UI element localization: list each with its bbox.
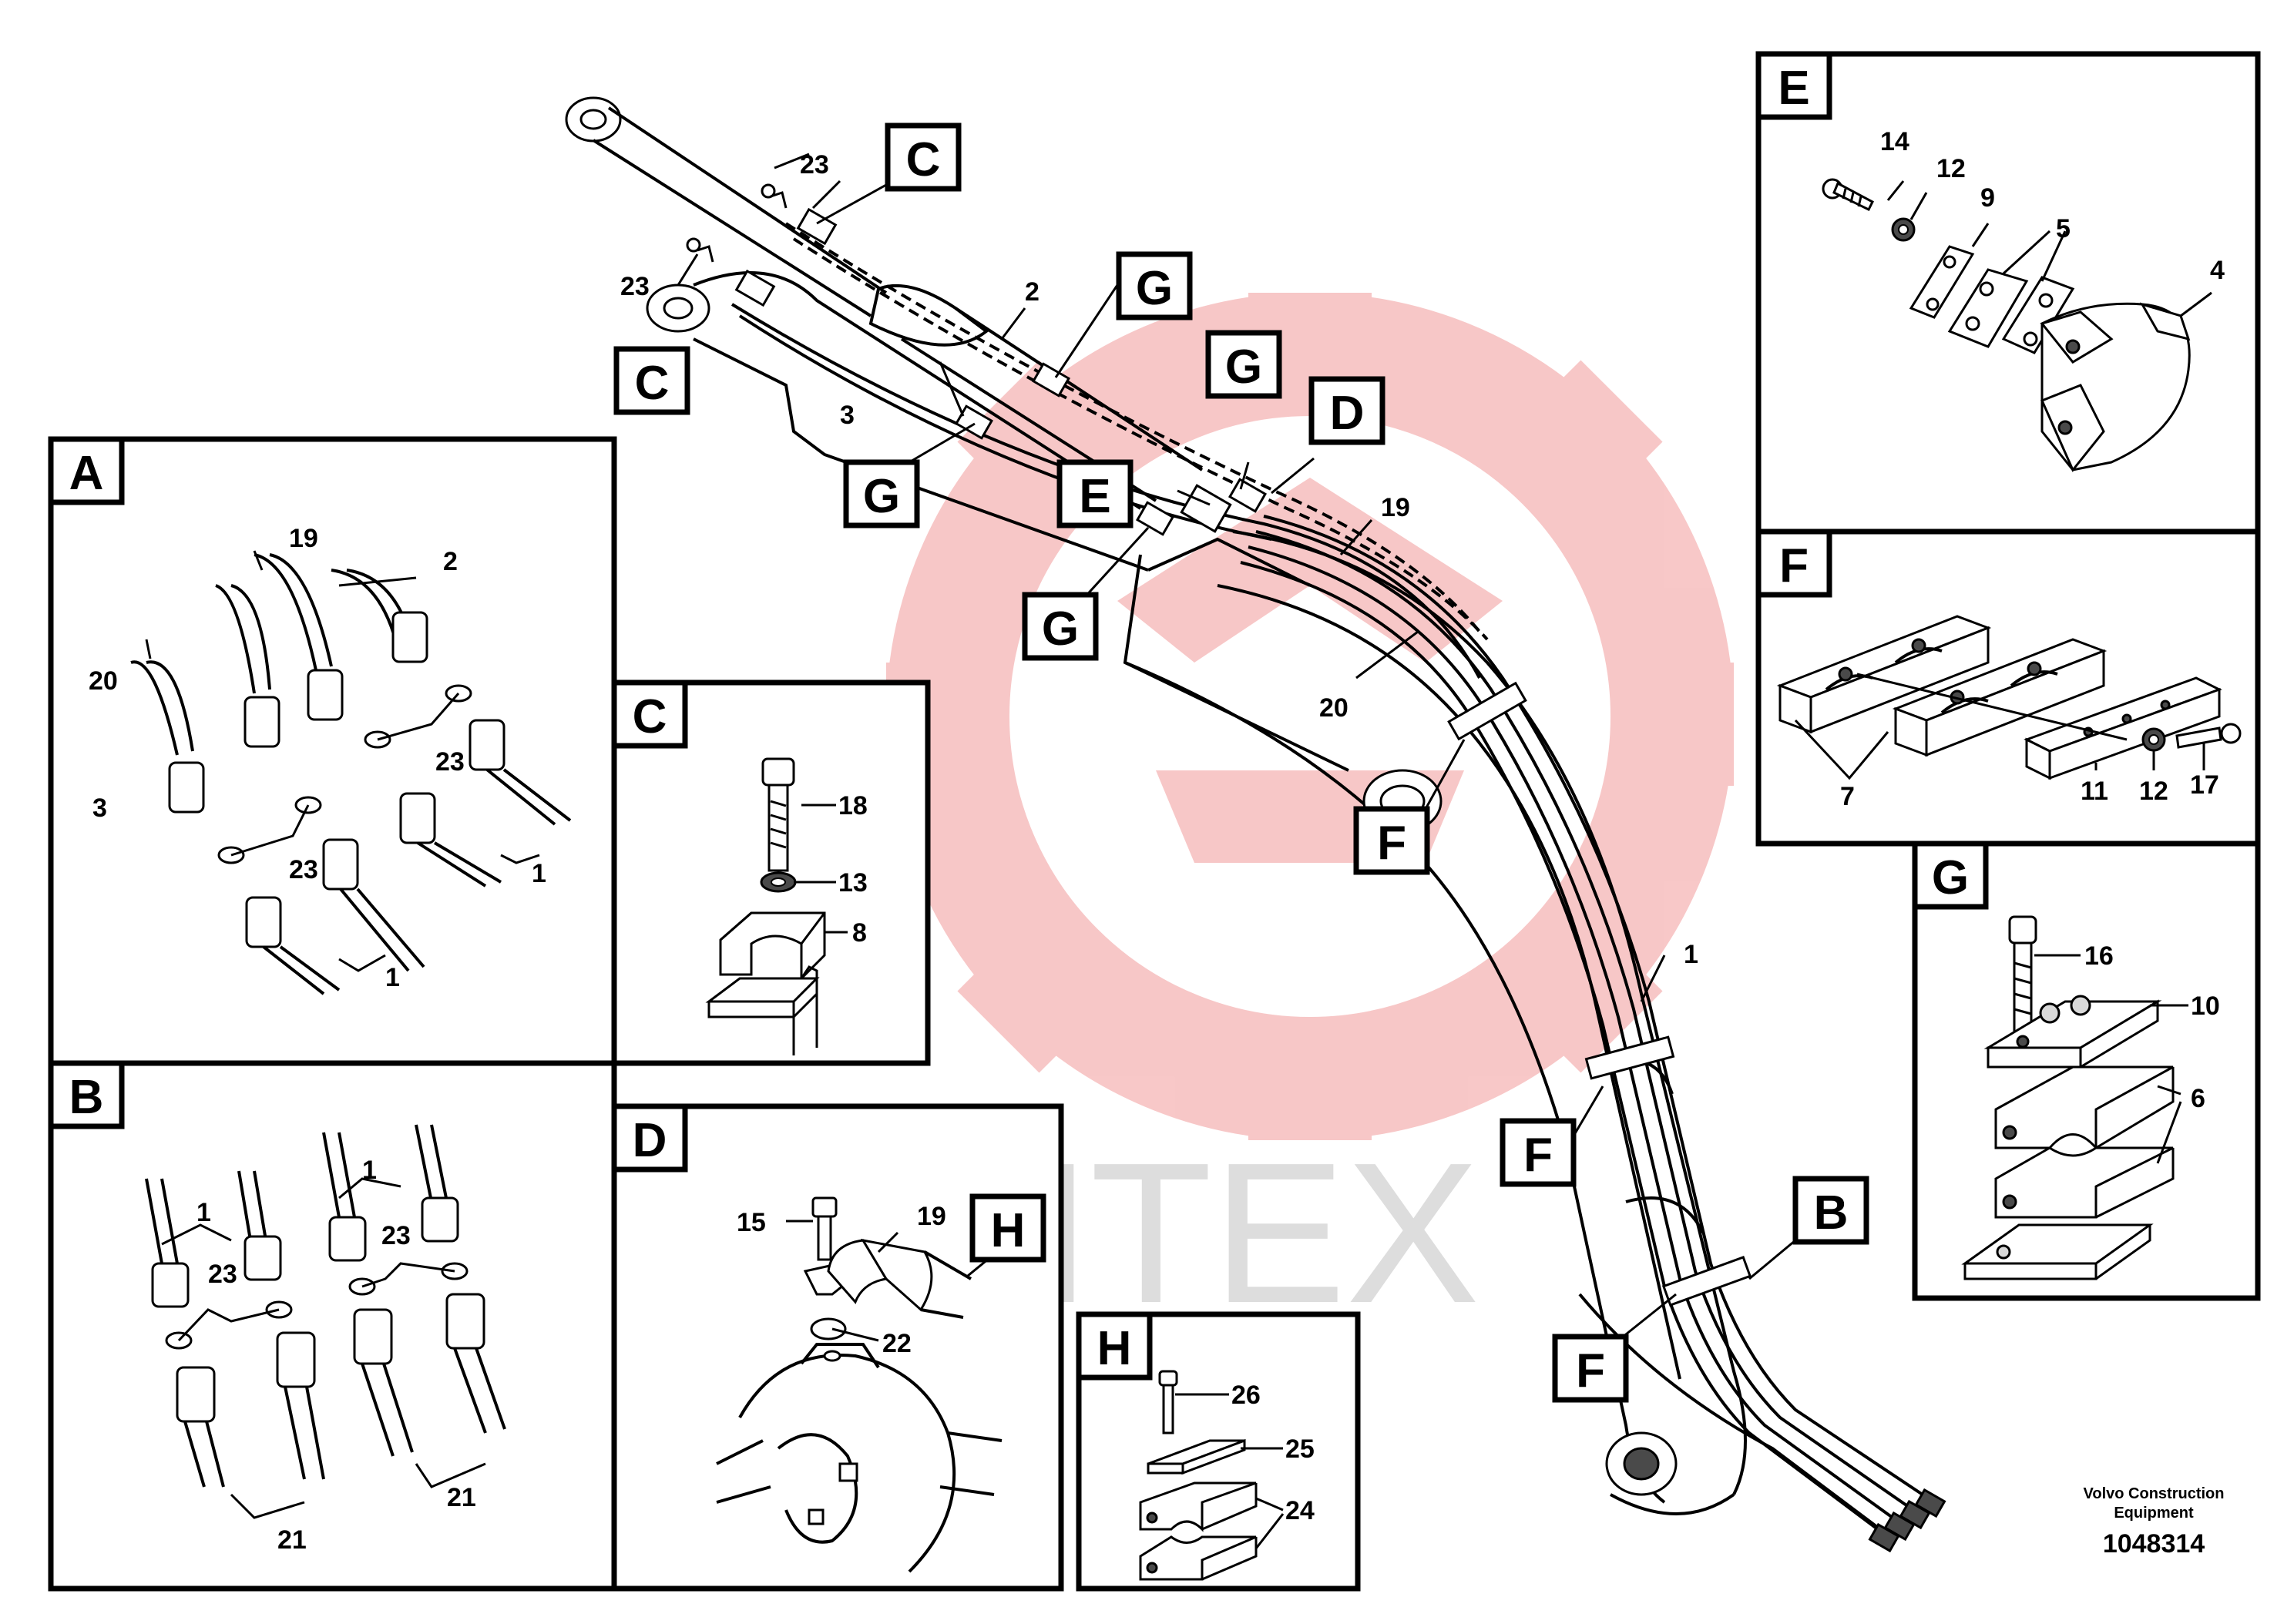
svg-text:B: B (69, 1071, 104, 1124)
part-number-20: 20 (1319, 693, 1349, 723)
panel-g-label-10: 10 (2191, 992, 2220, 1021)
detail-panel-f: F 7 11 12 17 (1755, 528, 2261, 847)
svg-text:A: A (69, 447, 104, 500)
svg-text:E: E (1079, 470, 1110, 523)
svg-text:H: H (991, 1204, 1026, 1257)
company-name-line2: Equipment (2114, 1505, 2194, 1522)
view-tag-b: B (1792, 1176, 1869, 1245)
company-name-line1: Volvo Construction (2084, 1485, 2225, 1502)
part-number-3: 3 (840, 401, 855, 430)
detail-panel-h: H 26 25 24 (1076, 1311, 1361, 1592)
panel-a-label-19: 19 (289, 524, 318, 553)
view-tag-d: D (1308, 376, 1385, 445)
panel-a-label-20: 20 (89, 666, 118, 696)
panel-g-label-6: 6 (2191, 1084, 2205, 1113)
panel-f-label-7: 7 (1840, 782, 1855, 811)
panel-e-label-9: 9 (1980, 183, 1995, 213)
detail-panel-a: A 19 2 20 23 3 23 1 1 (48, 436, 617, 1066)
svg-text:F: F (1523, 1129, 1553, 1182)
svg-text:F: F (1377, 817, 1406, 870)
view-tag-c-lower: C (613, 346, 690, 415)
hose-clamps (686, 183, 1752, 1307)
view-tag-c-upper: C (885, 122, 962, 192)
part-number-23-upper: 23 (800, 150, 829, 180)
view-tag-g-4: G (1022, 592, 1099, 661)
part-number-19: 19 (1381, 493, 1410, 522)
svg-text:C: C (633, 690, 667, 743)
view-tag-g-2: G (843, 459, 920, 528)
boom-cylinder (565, 96, 1204, 502)
view-tag-f-1: F (1353, 806, 1430, 875)
panel-g-label-16: 16 (2084, 941, 2114, 971)
panel-f-label-17: 17 (2190, 770, 2219, 800)
view-tag-f-2: F (1500, 1118, 1577, 1187)
svg-text:G: G (1136, 262, 1173, 315)
view-tag-h: H (969, 1193, 1046, 1263)
panel-c-label-8: 8 (852, 918, 867, 948)
panel-d-label-15: 15 (737, 1208, 766, 1237)
panel-a-label-1-bottom: 1 (385, 963, 400, 992)
part-number-2: 2 (1025, 277, 1040, 307)
svg-text:G: G (1932, 851, 1969, 904)
panel-f-label-11: 11 (2081, 777, 2108, 806)
svg-text:B: B (1814, 1186, 1849, 1240)
view-tag-e: E (1056, 459, 1134, 528)
panel-e-label-5: 5 (2056, 214, 2071, 243)
svg-text:F: F (1779, 539, 1809, 592)
panel-b-label-23-left: 23 (208, 1260, 237, 1289)
panel-f-label-12: 12 (2139, 777, 2168, 806)
panel-b-label-21-left: 21 (277, 1525, 307, 1555)
panel-e-label-4: 4 (2210, 256, 2225, 285)
panel-a-label-1-right: 1 (532, 859, 546, 888)
detail-panel-d: D 15 19 22 H (611, 1103, 1064, 1592)
view-tag-g-1: G (1116, 251, 1193, 320)
panel-a-label-2: 2 (443, 547, 458, 576)
detail-panel-b: B 1 1 23 23 21 21 (48, 1060, 617, 1592)
view-tag-g-3: G (1205, 330, 1282, 399)
drawing-footer: Volvo Construction Equipment 1048314 (2084, 1485, 2225, 1559)
watermark-gear-logo (886, 293, 1734, 1140)
panel-e-label-12: 12 (1936, 154, 1966, 183)
part-number-1: 1 (1684, 940, 1698, 969)
panel-e-label-14: 14 (1880, 127, 1909, 156)
svg-text:C: C (906, 133, 941, 186)
panel-b-label-1-right: 1 (362, 1156, 377, 1185)
detail-panel-g: G 16 10 6 (1912, 841, 2261, 1301)
svg-text:C: C (635, 357, 670, 410)
svg-text:G: G (863, 470, 900, 523)
svg-text:D: D (633, 1114, 667, 1167)
svg-text:G: G (1225, 341, 1262, 394)
hose-bundle (731, 222, 1946, 1553)
panel-b-label-23-right: 23 (381, 1221, 411, 1250)
main-boom-view: 23 23 2 3 19 20 1 C C G G G G (565, 96, 1946, 1553)
svg-text:G: G (1042, 602, 1079, 656)
panel-h-label-24: 24 (1285, 1496, 1315, 1525)
panel-a-label-23-left: 23 (289, 855, 318, 884)
panel-b-label-1-left: 1 (196, 1198, 211, 1227)
svg-text:F: F (1576, 1344, 1605, 1398)
part-number-23-lower: 23 (620, 272, 650, 301)
view-tag-f-3: F (1552, 1334, 1629, 1403)
detail-panel-c: C 18 13 8 (611, 679, 931, 1066)
svg-text:E: E (1778, 62, 1809, 115)
svg-text:H: H (1097, 1322, 1132, 1375)
drawing-number: 1048314 (2103, 1529, 2205, 1559)
panel-d-label-19: 19 (917, 1202, 946, 1231)
panel-c-label-13: 13 (838, 868, 868, 898)
panel-a-label-23-right: 23 (435, 747, 465, 777)
panel-c-label-18: 18 (838, 791, 868, 820)
panel-d-label-22: 22 (882, 1329, 912, 1358)
detail-panel-e: E 14 12 9 5 4 (1755, 51, 2261, 535)
panel-a-label-3: 3 (92, 794, 107, 823)
panel-h-label-25: 25 (1285, 1434, 1315, 1464)
svg-text:D: D (1330, 387, 1365, 440)
panel-b-label-21-right: 21 (447, 1483, 476, 1512)
panel-h-label-26: 26 (1231, 1381, 1261, 1410)
